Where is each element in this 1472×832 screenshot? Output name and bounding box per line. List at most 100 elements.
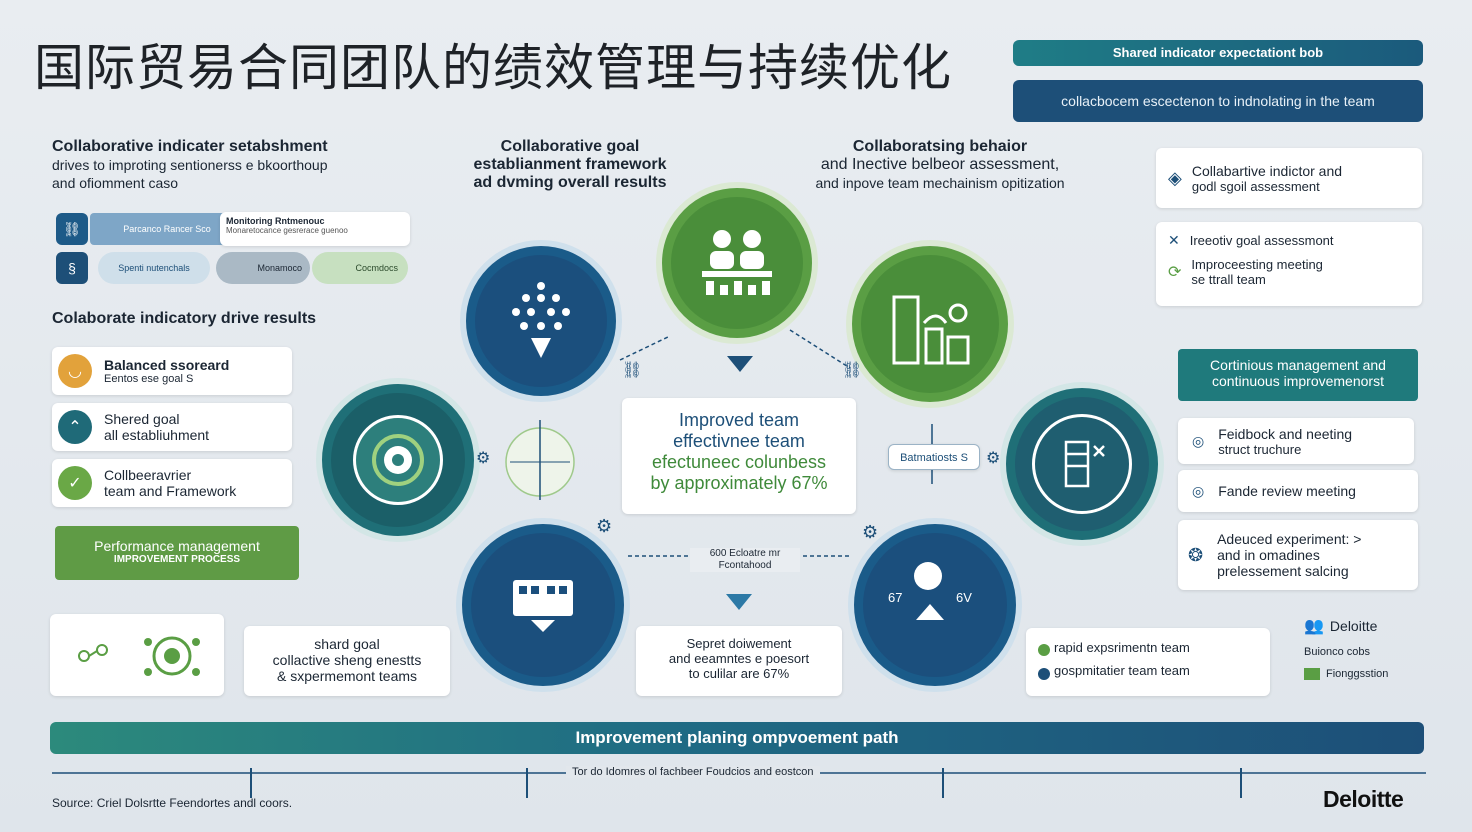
center-top-line3: ad dvming overall results bbox=[473, 174, 667, 191]
left-header-line3: and ofiomment caso bbox=[52, 175, 179, 191]
tab-cocmdocs[interactable]: Cocmdocs bbox=[312, 252, 408, 284]
shared-goal-card-line3: & sxpermemont teams bbox=[276, 668, 418, 684]
chain-icon-1: ⛓ bbox=[622, 362, 643, 379]
bottom-right-line2: gospmitatier team team bbox=[1054, 663, 1190, 678]
tab-spenti[interactable]: Spenti nutenchals bbox=[98, 252, 210, 284]
team-meeting-icon bbox=[702, 230, 772, 295]
circle-upload: 67 6V bbox=[854, 524, 1016, 686]
circle-servers bbox=[1006, 388, 1158, 540]
left-green-box-line2: IMPROVEMENT PROCESS bbox=[113, 554, 241, 565]
diamond-icon: ◈ bbox=[1168, 167, 1182, 188]
left-item-1-line2: Eentos ese goal S bbox=[104, 373, 194, 385]
center-box-line1: Improved team bbox=[678, 410, 800, 430]
circle-team bbox=[662, 188, 812, 338]
legend-item-2: Fionggsstion bbox=[1326, 668, 1389, 680]
network-icon: ⛓ bbox=[56, 213, 88, 245]
bottom-center-card: Sepret doiwement and eeamntes e poesort … bbox=[636, 626, 842, 696]
right-top-line1: Collaboratsing behaior bbox=[852, 138, 1028, 155]
right-card-1-line2: godl sgoil assessment bbox=[1191, 178, 1320, 194]
ring-icon: ◎ bbox=[1192, 432, 1205, 449]
ring-icon-2: ◎ bbox=[1192, 482, 1205, 499]
left-tab-row-1: ⛓ Parcanco Rancer Sco Monitoring Rntmeno… bbox=[56, 212, 410, 246]
bottom-center-line2: and eeamntes e poesort bbox=[668, 651, 810, 666]
bottom-right-card: rapid expsrimentn team gospmitatier team… bbox=[1026, 628, 1270, 696]
left-item-3: ✓ Collbeeravrier team and Framework bbox=[52, 459, 292, 507]
legend-brand: Deloitte bbox=[1329, 618, 1378, 634]
right-item-3: ❂ Adeuced experiment: > and in omadines … bbox=[1178, 520, 1418, 590]
bottom-center-line3: to culilar are 67% bbox=[688, 666, 790, 681]
shared-goal-card-line1: shard goal bbox=[314, 636, 380, 652]
servers-icon bbox=[1064, 440, 1105, 488]
left-header-line2: drives to improting sentionerss e bkoort… bbox=[52, 157, 328, 173]
right-legend: 👥 Deloitte Buionco cobs Fionggsstion bbox=[1304, 616, 1424, 680]
right-item-1-line1: Feidbock and neeting bbox=[1218, 425, 1353, 442]
right-top-header: Collaboratsing behaior and Inective belb… bbox=[780, 138, 1100, 192]
right-item-3-line2: and in omadines bbox=[1217, 547, 1320, 563]
right-top-line2: and Inective belbeor assessment, bbox=[820, 156, 1060, 173]
brain-card bbox=[50, 614, 224, 696]
right-card-2: ✕ Ireeotiv goal assessmont ⟳ Improceesti… bbox=[1156, 222, 1422, 306]
arrow-down-1 bbox=[727, 356, 753, 372]
people-icon: 👥 bbox=[1304, 618, 1324, 635]
page-title: 国际贸易合同团队的绩效管理与持续优化 bbox=[34, 39, 952, 97]
shared-goal-card: shard goal collactive sheng enestts & sx… bbox=[244, 626, 450, 696]
left-header: Collaborative indicater setabshment driv… bbox=[52, 138, 412, 192]
bottom-center-line1: Sepret doiwement bbox=[686, 636, 792, 651]
right-teal-line2: continuous improvemenorst bbox=[1212, 373, 1384, 389]
right-teal-box: Cortinious management and continuous imp… bbox=[1178, 349, 1418, 401]
gear-icon-2: ⚙ bbox=[986, 450, 1001, 467]
left-item-1: ◡ Balanced ssoreard Eentos ese goal S bbox=[52, 347, 292, 395]
up-arrow-icon bbox=[916, 604, 944, 620]
right-mid-chip: Batmatiosts S bbox=[888, 444, 980, 470]
gear-icon-4: ⚙ bbox=[862, 522, 879, 542]
bottom-right-line1: rapid expsrimentn team bbox=[1054, 640, 1190, 655]
legend-brand-row: 👥 Deloitte bbox=[1304, 616, 1424, 636]
left-item-2-line1: Shered goal bbox=[104, 411, 180, 427]
circle-right-label: 6V bbox=[956, 590, 972, 605]
improved-team-box: Improved team effectivnee team efectunee… bbox=[622, 398, 856, 514]
tab-monamoco[interactable]: Monamoco bbox=[216, 252, 310, 284]
upload-inner: 67 6V bbox=[880, 550, 990, 660]
axis-tick-3 bbox=[942, 768, 944, 798]
circle-left-label: 67 bbox=[888, 590, 903, 605]
shared-goal-card-line2: collactive sheng enestts bbox=[272, 652, 422, 668]
center-top-header: Collaborative goal establianment framewo… bbox=[440, 138, 700, 192]
right-card-2-row1: ✕ Ireeotiv goal assessmont bbox=[1156, 232, 1422, 249]
gauge-icon: ◡ bbox=[58, 354, 92, 388]
mountain-icon: ⌃ bbox=[58, 410, 92, 444]
target-inner bbox=[353, 415, 443, 505]
legend-item-1: Buionco cobs bbox=[1304, 646, 1371, 658]
gear-icon-3: ⚙ bbox=[596, 516, 613, 536]
right-item-2-line1: Fande review meeting bbox=[1218, 483, 1356, 499]
improvement-path-bar: Improvement planing ompvoement path bbox=[50, 722, 1424, 754]
center-mid-label: 600 Ecloatre mr Fcontahood bbox=[690, 548, 800, 572]
cycle-icon: ⟳ bbox=[1168, 264, 1182, 281]
left-item-1-line1: Balanced ssoreard bbox=[104, 357, 230, 373]
tab-parcanco[interactable]: Parcanco Rancer Sco bbox=[90, 213, 244, 245]
blue-dot-icon bbox=[1038, 668, 1050, 680]
right-card-2-row2-line2: se ttrall team bbox=[1191, 272, 1266, 287]
cross-icon: ✕ bbox=[1168, 232, 1180, 248]
institution-icon bbox=[513, 580, 573, 632]
target-icon bbox=[372, 434, 424, 486]
center-box-line4: by approximately 67% bbox=[650, 473, 828, 493]
right-card-2-row1-text: Ireeotiv goal assessmont bbox=[1189, 233, 1334, 248]
center-mid-label-line2: Fcontahood bbox=[718, 560, 772, 571]
axis-tick-4 bbox=[1240, 768, 1242, 798]
shared-indicator-pill: Sharеd indicator expectationt bob bbox=[1013, 40, 1423, 66]
right-item-2: ◎ Fande review meeting bbox=[1178, 470, 1418, 512]
right-item-1-line2: struct truchure bbox=[1218, 441, 1302, 457]
right-item-3-line3: prelessement salcing bbox=[1217, 563, 1349, 579]
servers-inner bbox=[1032, 414, 1132, 514]
check-icon: ✓ bbox=[58, 466, 92, 500]
left-item-3-line2: team and Framework bbox=[104, 483, 237, 499]
right-card-1: ◈ Collabartive indictor and godl sgoil a… bbox=[1156, 148, 1422, 208]
left-item-2-line2: all establiuhment bbox=[104, 427, 210, 443]
green-square-icon bbox=[1304, 668, 1320, 680]
left-item-2: ⌃ Shered goal all establiuhment bbox=[52, 403, 292, 451]
collaboration-banner: collacbocem escectenon to indnolating in… bbox=[1013, 80, 1423, 122]
center-box-line2: effectivnee team bbox=[673, 431, 805, 451]
left-green-box-line1: Performance management bbox=[94, 538, 260, 554]
left-green-box: Performance management IMPROVEMENT PROCE… bbox=[55, 526, 299, 580]
tab-monitoring[interactable]: Monitoring Rntmenouc Monaretocance gesre… bbox=[220, 212, 410, 246]
